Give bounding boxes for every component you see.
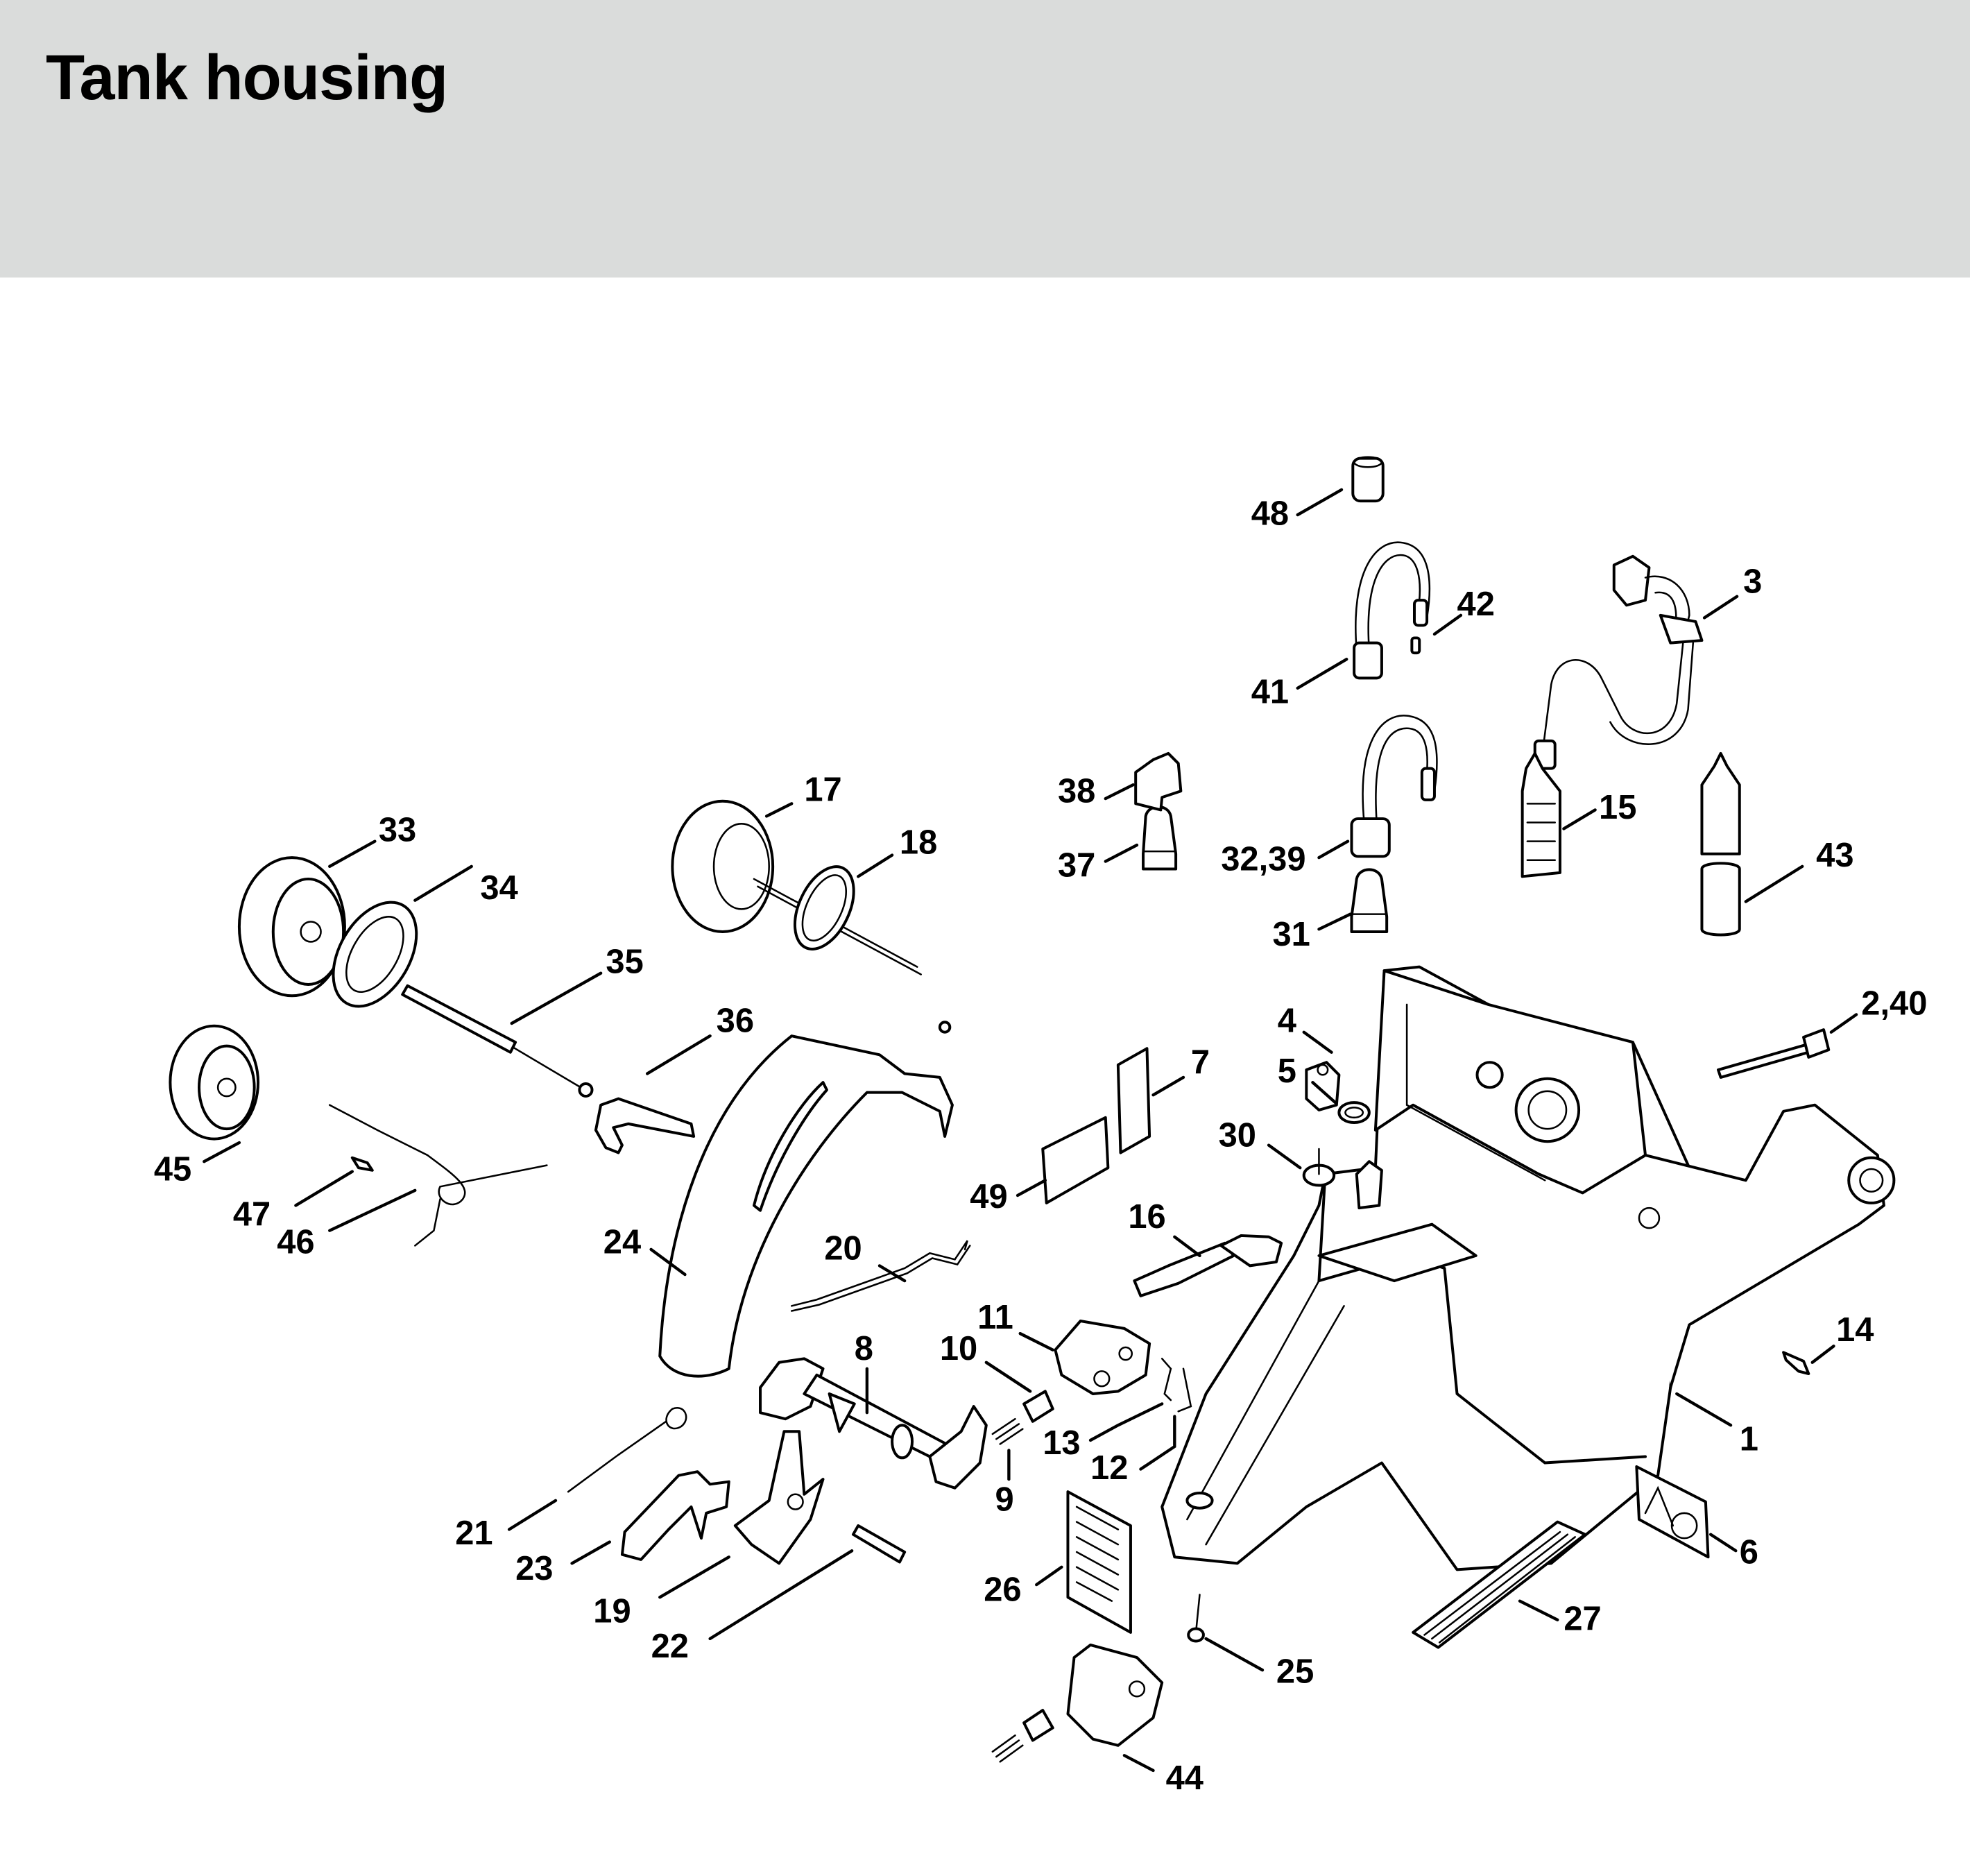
part-plug-37[interactable] bbox=[1142, 805, 1178, 871]
part-contact-spring-13[interactable] bbox=[1160, 1358, 1172, 1401]
callout-5[interactable]: 5 bbox=[1278, 1052, 1296, 1090]
callout-12[interactable]: 12 bbox=[1090, 1449, 1128, 1487]
callout-11[interactable]: 11 bbox=[977, 1299, 1013, 1336]
part-spring-9[interactable] bbox=[991, 1417, 1024, 1445]
callout-8[interactable]: 8 bbox=[855, 1330, 873, 1367]
callout-46[interactable]: 46 bbox=[277, 1223, 314, 1261]
callout-38[interactable]: 38 bbox=[1058, 773, 1095, 810]
callout-21[interactable]: 21 bbox=[455, 1515, 492, 1552]
callout-3[interactable]: 3 bbox=[1743, 563, 1762, 600]
callout-9[interactable]: 9 bbox=[995, 1481, 1013, 1518]
part-hose-41[interactable] bbox=[1353, 541, 1431, 680]
part-cap-38[interactable] bbox=[1134, 751, 1183, 812]
part-plug-31[interactable] bbox=[1350, 868, 1389, 933]
callout-43[interactable]: 43 bbox=[1816, 837, 1853, 874]
callout-25[interactable]: 25 bbox=[1276, 1653, 1314, 1690]
part-ring-18[interactable] bbox=[783, 858, 866, 958]
part-filler-cap-33[interactable] bbox=[237, 856, 346, 998]
page-title: Tank housing bbox=[46, 42, 448, 113]
callout-22[interactable]: 22 bbox=[651, 1628, 689, 1665]
part-fuel-hose-3[interactable] bbox=[1533, 554, 1704, 770]
leader-lines bbox=[203, 488, 1858, 1773]
callout-7[interactable]: 7 bbox=[1191, 1043, 1210, 1081]
callout-42[interactable]: 42 bbox=[1457, 586, 1495, 623]
callout-34[interactable]: 34 bbox=[480, 869, 517, 907]
callout-labels: 1 2,40 3 4 5 6 7 8 9 10 11 12 13 14 15 1… bbox=[154, 495, 1928, 1798]
callout-37[interactable]: 37 bbox=[1058, 846, 1095, 884]
callout-23[interactable]: 23 bbox=[515, 1550, 553, 1587]
part-retainer-46[interactable] bbox=[328, 1104, 548, 1247]
callout-14[interactable]: 14 bbox=[1836, 1311, 1874, 1349]
callout-2-40[interactable]: 2,40 bbox=[1861, 984, 1927, 1022]
part-screw-25[interactable] bbox=[1187, 1594, 1205, 1643]
part-trigger-interlock-23[interactable] bbox=[620, 1470, 730, 1561]
callout-16[interactable]: 16 bbox=[1128, 1198, 1165, 1236]
part-seal-34[interactable] bbox=[316, 888, 434, 1021]
part-label-7[interactable] bbox=[1116, 1047, 1151, 1154]
part-cable-35[interactable] bbox=[401, 984, 594, 1098]
part-connector-42[interactable] bbox=[1410, 636, 1421, 655]
part-label-26[interactable] bbox=[1066, 1490, 1132, 1634]
callout-18[interactable]: 18 bbox=[900, 824, 937, 862]
callout-32-39[interactable]: 32,39 bbox=[1221, 840, 1305, 878]
callout-49[interactable]: 49 bbox=[970, 1178, 1007, 1216]
part-filler-cap-45[interactable] bbox=[169, 1024, 260, 1141]
callout-17[interactable]: 17 bbox=[804, 771, 841, 809]
part-grip-plate-27[interactable] bbox=[1412, 1520, 1587, 1649]
part-lever-36[interactable] bbox=[594, 1097, 696, 1154]
part-valve-30[interactable] bbox=[1302, 1148, 1336, 1187]
part-slide-10[interactable] bbox=[1022, 1390, 1054, 1423]
callout-44[interactable]: 44 bbox=[1166, 1759, 1204, 1797]
part-impulse-hose-16[interactable] bbox=[1133, 1234, 1283, 1297]
callout-10[interactable]: 10 bbox=[940, 1330, 977, 1367]
part-handle-molding-24[interactable] bbox=[658, 1034, 954, 1378]
part-pin-22[interactable] bbox=[851, 1524, 907, 1564]
part-throttle-trigger-19[interactable] bbox=[733, 1430, 825, 1565]
callout-45[interactable]: 45 bbox=[154, 1150, 191, 1188]
part-carb-box-17[interactable] bbox=[671, 799, 952, 1034]
part-tank-housing[interactable] bbox=[1160, 965, 1896, 1571]
callout-47[interactable]: 47 bbox=[233, 1195, 271, 1233]
header-banner: Tank housing bbox=[0, 0, 1970, 278]
callout-41[interactable]: 41 bbox=[1251, 674, 1289, 711]
callout-26[interactable]: 26 bbox=[984, 1571, 1021, 1609]
part-warning-label-6[interactable] bbox=[1635, 1465, 1710, 1559]
part-pickup-body-15[interactable] bbox=[1521, 751, 1561, 878]
part-sleeve-48[interactable] bbox=[1351, 456, 1385, 503]
callout-36[interactable]: 36 bbox=[717, 1003, 754, 1040]
part-filter-43[interactable] bbox=[1700, 751, 1741, 937]
callout-35[interactable]: 35 bbox=[606, 944, 643, 981]
callout-48[interactable]: 48 bbox=[1251, 495, 1289, 533]
callout-33[interactable]: 33 bbox=[379, 812, 416, 849]
part-label-49[interactable] bbox=[1041, 1116, 1110, 1204]
callout-13[interactable]: 13 bbox=[1043, 1424, 1080, 1462]
callout-19[interactable]: 19 bbox=[593, 1592, 631, 1630]
part-screw-14[interactable] bbox=[1782, 1351, 1810, 1376]
part-switch-11[interactable] bbox=[1054, 1320, 1151, 1395]
callout-20[interactable]: 20 bbox=[824, 1229, 862, 1267]
part-contact-spring-12[interactable] bbox=[1177, 1367, 1192, 1413]
callout-6[interactable]: 6 bbox=[1740, 1533, 1758, 1571]
callout-31[interactable]: 31 bbox=[1272, 916, 1310, 953]
part-torsion-spring-21[interactable] bbox=[567, 1407, 687, 1493]
part-switch-44[interactable] bbox=[991, 1643, 1164, 1763]
callout-30[interactable]: 30 bbox=[1219, 1116, 1256, 1154]
callout-24[interactable]: 24 bbox=[603, 1223, 641, 1261]
part-throttle-shaft-8[interactable] bbox=[759, 1357, 988, 1490]
callout-27[interactable]: 27 bbox=[1564, 1600, 1601, 1637]
callout-1[interactable]: 1 bbox=[1740, 1420, 1758, 1458]
callout-15[interactable]: 15 bbox=[1599, 789, 1636, 826]
part-screw-47[interactable] bbox=[350, 1156, 374, 1172]
part-throttle-rod-20[interactable] bbox=[791, 1240, 971, 1312]
part-oring-5[interactable] bbox=[1337, 1101, 1371, 1125]
callout-4[interactable]: 4 bbox=[1278, 1003, 1296, 1040]
part-hose-32-39[interactable] bbox=[1350, 715, 1438, 858]
part-screw-2-40[interactable] bbox=[1716, 1028, 1831, 1079]
